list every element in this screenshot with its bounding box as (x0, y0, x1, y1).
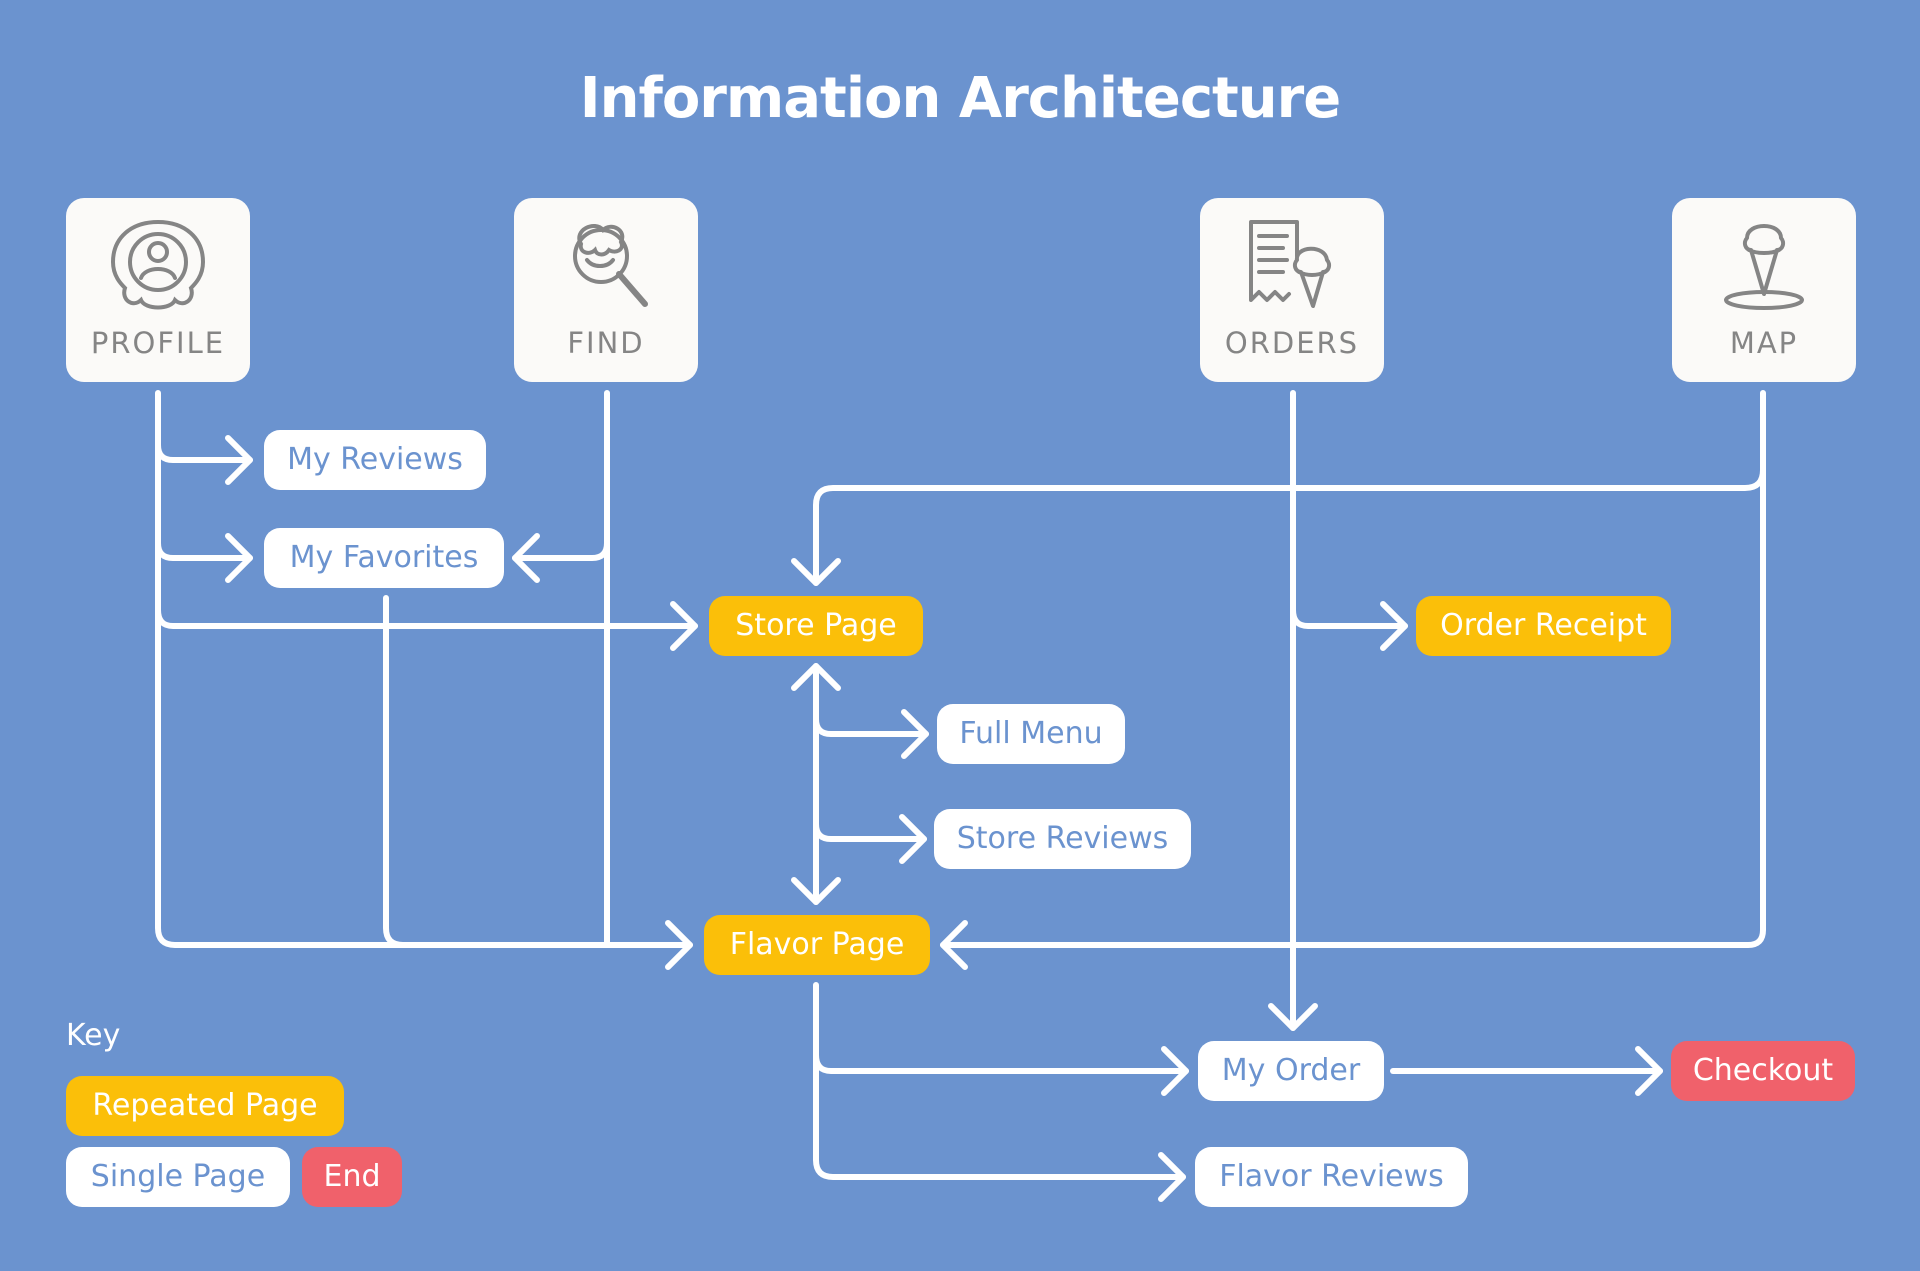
page-store-page: Store Page (709, 596, 923, 656)
arrowhead (225, 533, 253, 583)
arrowhead (1158, 1152, 1186, 1202)
key-single-page: Single Page (66, 1147, 290, 1207)
page-flavor-reviews: Flavor Reviews (1195, 1147, 1468, 1207)
page-my-favorites: My Favorites (264, 528, 504, 588)
find-tile: FIND (514, 198, 698, 382)
profile-label: PROFILE (90, 326, 226, 360)
arrowhead (901, 709, 929, 759)
key-repeated-page: Repeated Page (66, 1076, 344, 1136)
map-tile: MAP (1672, 198, 1856, 382)
profile-to-store-page (155, 607, 698, 629)
arrowhead (791, 663, 841, 691)
find-to-my-favorites (512, 540, 610, 561)
page-order-receipt: Order Receipt (1416, 596, 1671, 656)
profile-icon (110, 219, 206, 310)
orders-to-order-receipt (1290, 607, 1408, 629)
flavor-trunk (813, 982, 1186, 1180)
arrowhead (665, 920, 693, 970)
arrowhead (1268, 1003, 1318, 1031)
arrowhead (1380, 601, 1408, 651)
arrowhead (899, 814, 927, 864)
orders-label: ORDERS (1224, 326, 1360, 360)
page-my-order: My Order (1198, 1041, 1384, 1101)
arrowhead (791, 877, 841, 905)
profile-tile: PROFILE (66, 198, 250, 382)
map-pin-icon (1724, 224, 1804, 310)
flavor-to-my-order (813, 1052, 1189, 1074)
diagram-title: Information Architecture (579, 66, 1342, 131)
store-to-store-reviews (813, 821, 927, 842)
arrowhead (791, 558, 841, 586)
page-my-reviews: My Reviews (264, 430, 486, 490)
map-trunk (940, 390, 1766, 948)
favorites-drop (383, 595, 406, 948)
arrowhead (1161, 1046, 1189, 1096)
orders-tile: ORDERS (1200, 198, 1384, 382)
arrowhead (940, 920, 968, 970)
arrowhead (670, 601, 698, 651)
page-full-menu: Full Menu (937, 704, 1125, 764)
search-icon (573, 224, 648, 307)
receipt-icon (1249, 220, 1332, 308)
find-label: FIND (567, 326, 645, 360)
profile-to-my-favorites (155, 540, 253, 561)
profile-trunk (155, 390, 693, 948)
page-checkout: Checkout (1671, 1041, 1855, 1101)
arrowhead (512, 533, 540, 583)
arrowhead (1635, 1046, 1663, 1096)
arrowhead (225, 435, 253, 485)
key-end: End (302, 1147, 402, 1207)
key-title: Key (66, 1018, 121, 1053)
profile-to-my-reviews (155, 442, 253, 463)
page-flavor-page: Flavor Page (704, 915, 930, 975)
store-to-full-menu (813, 716, 929, 737)
map-label: MAP (1729, 326, 1799, 360)
map-to-store-page (813, 467, 1766, 586)
page-store-reviews: Store Reviews (934, 809, 1191, 869)
